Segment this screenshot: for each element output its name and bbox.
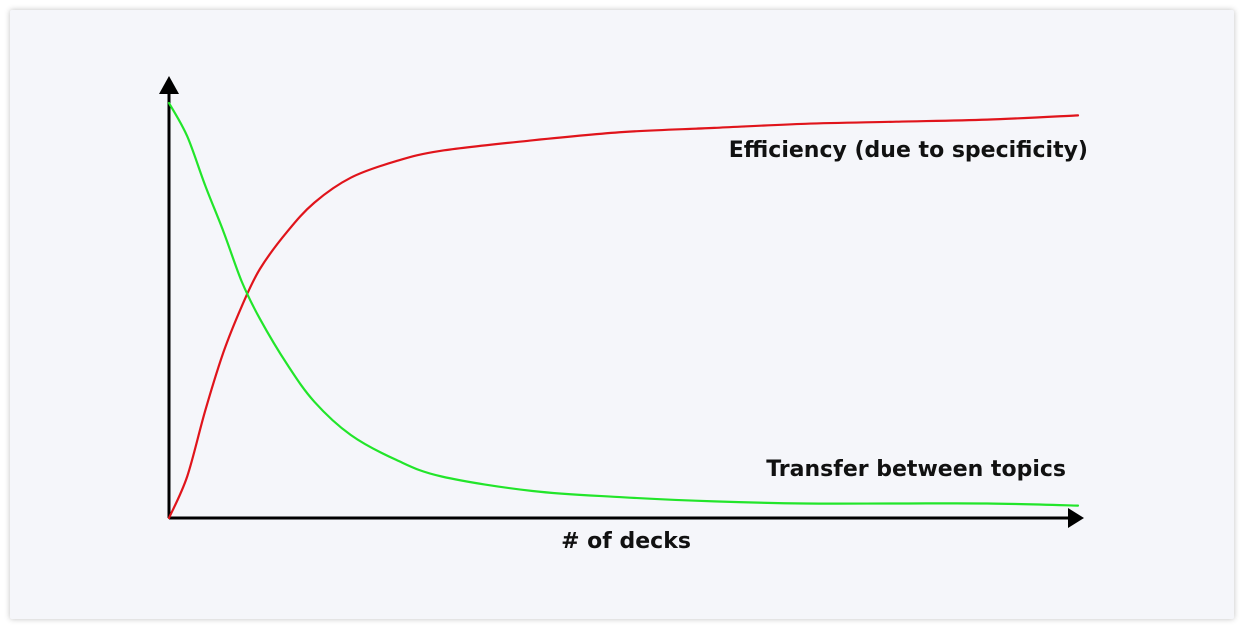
series-layer: [167, 101, 1080, 520]
series-line-efficiency: [167, 114, 1080, 520]
series-label-efficiency: Efficiency (due to specificity): [729, 138, 1088, 163]
axes: [159, 76, 1084, 528]
x-axis-arrow: [1068, 508, 1084, 528]
y-axis-arrow: [159, 76, 179, 94]
x-axis-label: # of decks: [561, 529, 691, 554]
series-label-transfer: Transfer between topics: [766, 457, 1066, 482]
series-line-transfer: [167, 101, 1080, 507]
